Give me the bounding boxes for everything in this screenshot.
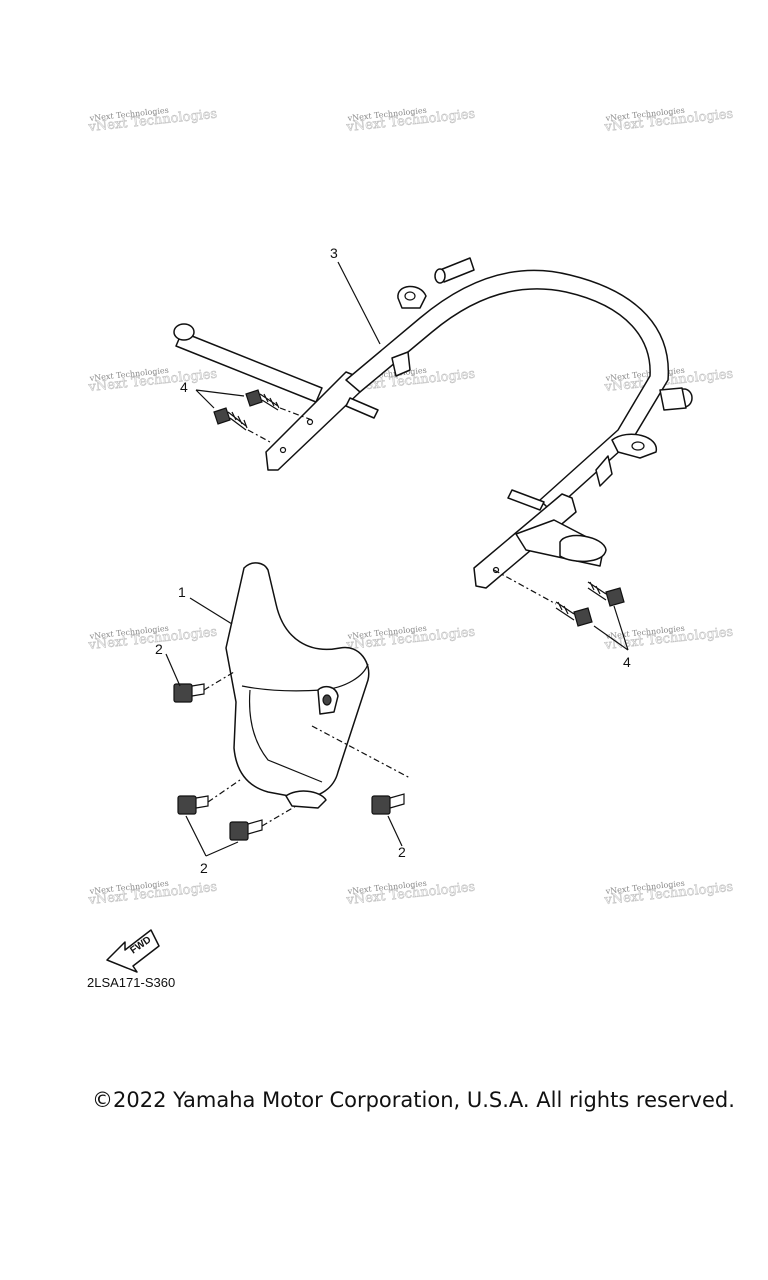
leader-dash-2b [207,779,241,803]
cover-face-line [248,689,323,783]
left-pin [345,397,379,419]
watermark-11: vNext Technologies vNext Technologies [345,879,477,909]
callout-2-lower: 2 [200,860,208,876]
left-plate-hole-1 [279,446,287,454]
callout-4-left: 4 [180,379,188,395]
bolts-part-4-right [493,569,629,651]
watermark-10: vNext Technologies vNext Technologies [87,879,219,909]
right-plate-hole [492,566,500,574]
right-tube-stub [659,387,687,411]
cover-outer-shell [225,562,370,799]
cover-mount-hole [322,694,332,706]
left-tube-end-cap [173,323,195,341]
leader-1 [189,597,233,625]
callout-1: 1 [178,584,186,600]
right-mounting-tab [611,433,657,459]
leader-2-right [387,815,403,847]
cover-lower-lip [285,790,327,809]
bolts-part-4-left [195,389,313,443]
arch-bracket-right [595,455,613,487]
bolt-2-center-lower [229,819,263,841]
leader-4-right [593,605,629,651]
copyright-notice: ©2022 Yamaha Motor Corporation, U.S.A. A… [92,1088,735,1112]
leader-dash-cover [311,725,411,779]
watermark-2: vNext Technologies vNext Technologies [345,106,477,136]
arch-bracket-left [391,351,411,377]
bolt-4-upper-left [245,389,280,411]
foot-peg-end [559,534,607,563]
callout-3: 3 [330,245,338,261]
bolt-4-lower-right [555,601,593,627]
bolt-4-upper-right [587,581,625,607]
bolts-part-2 [165,653,405,857]
leader-dash-2a [203,671,235,691]
watermark-1: vNext Technologies vNext Technologies [87,106,219,136]
bolt-4-lower-left [213,407,248,431]
watermark-7: vNext Technologies vNext Technologies [87,624,219,654]
watermark-3: vNext Technologies vNext Technologies [603,106,735,136]
callout-4-right: 4 [623,654,631,670]
leader-dash-4b [247,429,271,443]
fwd-arrow-icon: FWD [106,929,160,973]
top-mounting-tab [397,285,427,309]
leader-2-upper [165,653,181,687]
watermark-8: vNext Technologies vNext Technologies [345,624,477,654]
right-pin [507,489,545,511]
leader-dash-2c [261,805,297,827]
diagram-part-code: 2LSA171-S360 [87,975,176,990]
bolt-2-right [371,793,405,815]
top-tab-hole [404,291,416,301]
cover-part-1 [225,562,411,809]
callout-2-right: 2 [398,844,406,860]
leader-4-left [195,389,245,409]
top-tube-stub-cap [434,268,446,284]
leader-2-lower [185,815,239,857]
right-tab-hole [631,441,645,451]
callout-2-upper: 2 [155,641,163,657]
bolt-2-left-lower [177,795,209,815]
bolt-2-upper [173,683,205,703]
watermark-12: vNext Technologies vNext Technologies [603,879,735,909]
leader-dash-4c [493,569,557,605]
leader-dash-4a [279,407,313,421]
frame-part-3 [173,257,693,589]
watermark-9: vNext Technologies vNext Technologies [603,624,735,654]
leader-3 [337,261,381,345]
